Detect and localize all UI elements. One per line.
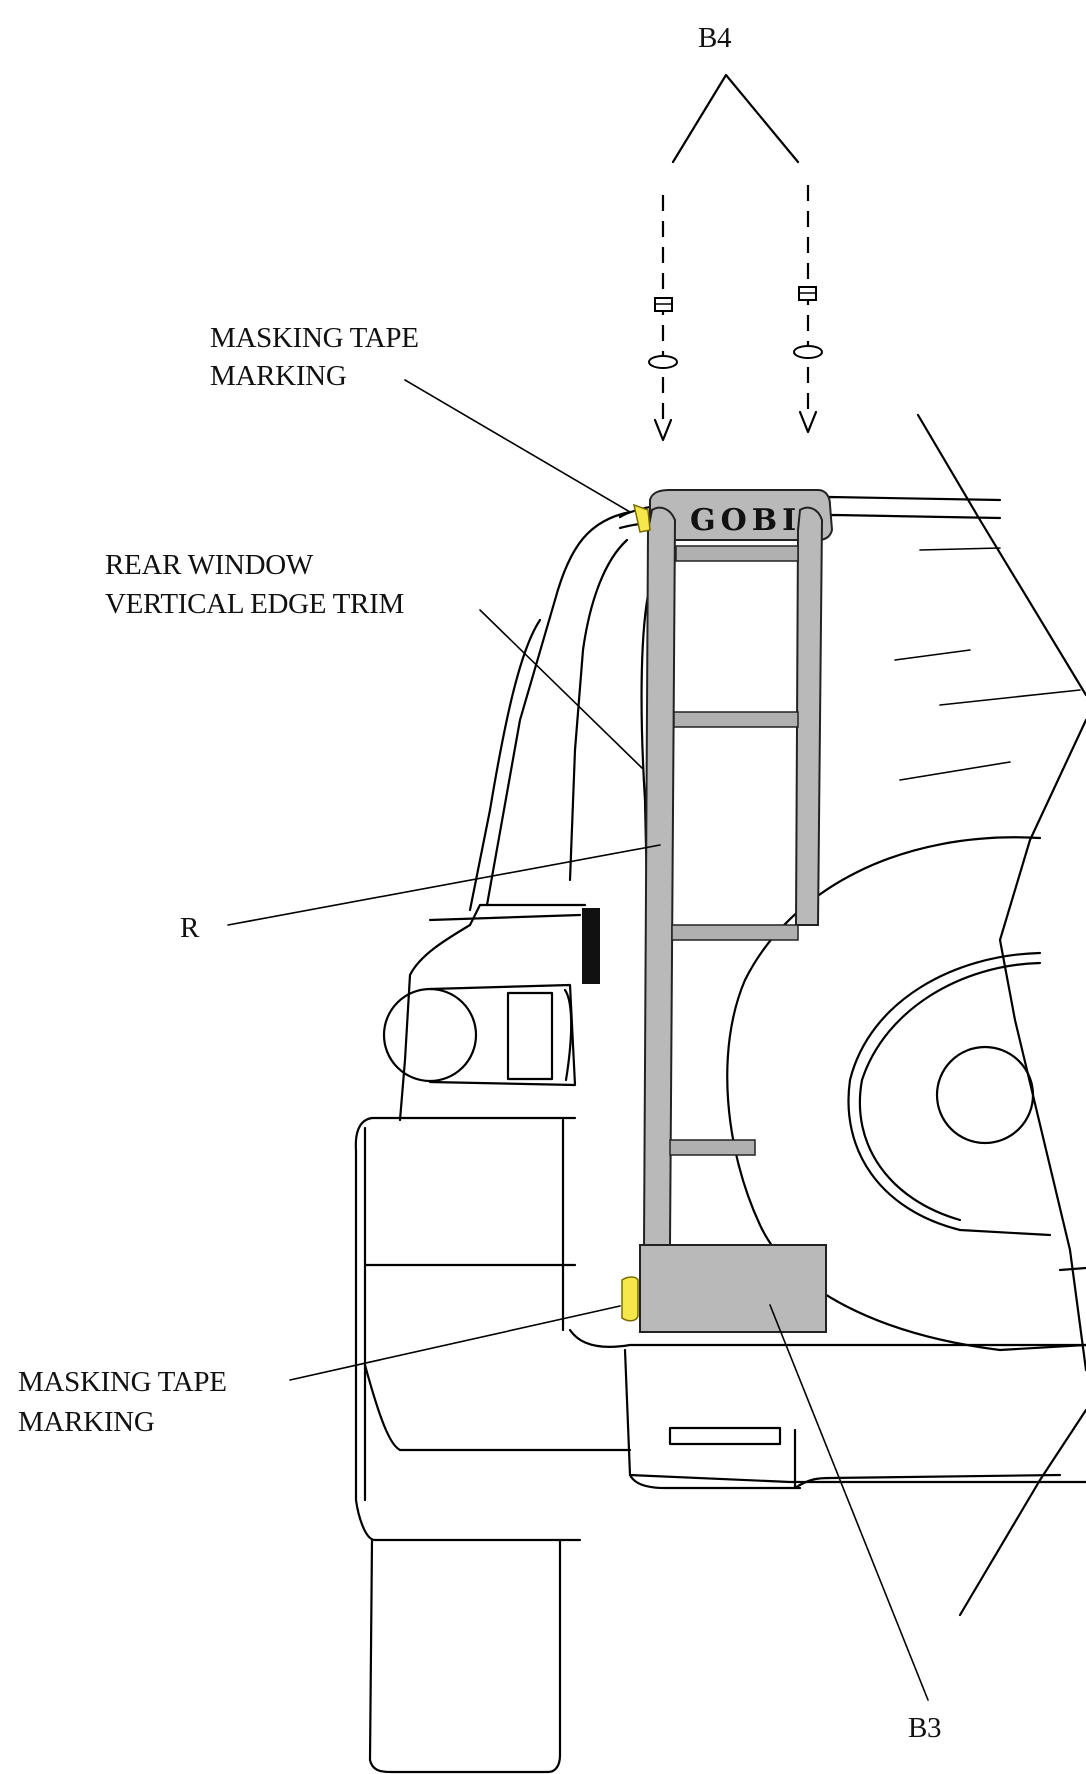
masking-tape-bottom-icon: [621, 1276, 639, 1322]
washer-icon: [648, 355, 678, 369]
reflector-icon: [582, 908, 600, 984]
label-b4: B4: [698, 22, 732, 54]
arrow-down-icon: [798, 410, 818, 434]
bottom-bracket-b3: [639, 1244, 827, 1333]
label-rear-window-line2: VERTICAL EDGE TRIM: [105, 588, 404, 620]
label-masking-tape-top-line2: MARKING: [210, 360, 347, 392]
label-masking-tape-bottom-line2: MARKING: [18, 1406, 155, 1438]
ladder-rung: [673, 711, 799, 728]
label-b3: B3: [908, 1712, 942, 1744]
ladder-rung: [669, 1139, 756, 1156]
masking-tape-markings: [621, 503, 651, 1322]
ladder-rail-left: [642, 506, 677, 1246]
arrow-down-icon: [653, 418, 673, 442]
label-rear-window-line1: REAR WINDOW: [105, 549, 313, 581]
ladder-rung: [675, 545, 799, 562]
brand-name: GOBI: [690, 503, 801, 538]
label-r: R: [180, 912, 200, 944]
leader-lines: [227, 73, 929, 1701]
bolts-b4: [648, 185, 823, 442]
washer-icon: [793, 345, 823, 359]
label-masking-tape-top-line1: MASKING TAPE: [210, 322, 419, 354]
ladder-rung: [671, 924, 799, 941]
vehicle-outline: [354, 413, 1086, 1774]
ladder-rail-right: [794, 506, 824, 926]
masking-tape-top-icon: [632, 503, 651, 533]
spare-tire: [726, 836, 1086, 1352]
ladder: GOBI: [639, 489, 834, 1333]
label-masking-tape-bottom-line1: MASKING TAPE: [18, 1366, 227, 1398]
